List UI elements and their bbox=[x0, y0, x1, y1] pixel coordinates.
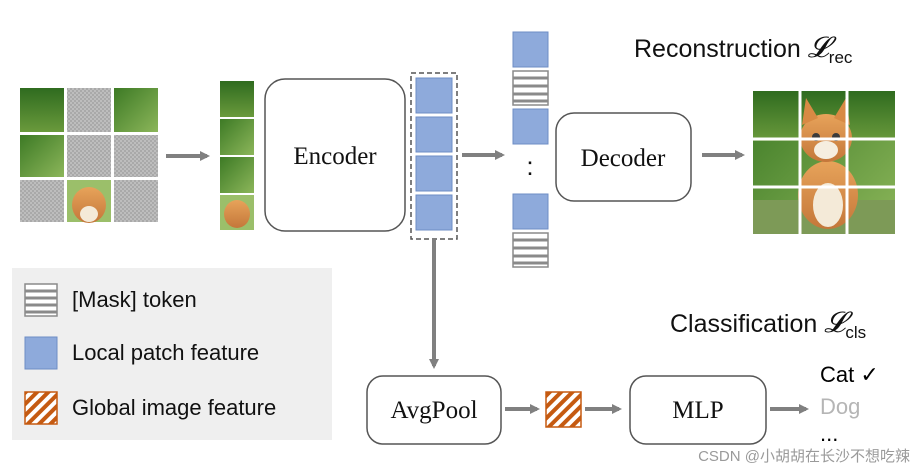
features-dashed-outline bbox=[410, 72, 458, 240]
decoder-label: Decoder bbox=[581, 145, 666, 172]
reconstruction-text: Reconstruction bbox=[634, 35, 808, 63]
visible-patch bbox=[114, 88, 158, 132]
class-output-dog: Dog bbox=[820, 394, 861, 419]
masked-input-image bbox=[20, 88, 158, 223]
legend-label: [Mask] token bbox=[72, 287, 197, 312]
local-feature-swatch-icon bbox=[24, 336, 58, 370]
watermark: CSDN @小胡胡在长沙不想吃辣 bbox=[698, 448, 910, 465]
loss-subscript: rec bbox=[828, 48, 853, 67]
visible-patches-column bbox=[220, 81, 254, 230]
decoder-input-tokens: : bbox=[512, 31, 549, 268]
local-patch-feature bbox=[512, 108, 549, 145]
encoder-label: Encoder bbox=[293, 143, 377, 170]
loss-subscript: cls bbox=[845, 323, 867, 342]
masked-patch bbox=[114, 180, 158, 222]
local-patch-feature bbox=[415, 116, 453, 153]
avgpool-block: AvgPool bbox=[366, 375, 502, 445]
visible-patch bbox=[20, 135, 64, 177]
masked-patch bbox=[67, 135, 111, 177]
loss-symbol: 𝓛 bbox=[807, 32, 829, 64]
encoded-features-column bbox=[410, 72, 458, 240]
global-image-feature bbox=[545, 391, 582, 428]
encoder-block: Encoder bbox=[264, 78, 406, 232]
vertical-ellipsis: : bbox=[526, 151, 533, 181]
masked-patch bbox=[67, 88, 111, 132]
legend bbox=[12, 268, 332, 440]
local-patch-feature bbox=[512, 31, 549, 68]
class-output-cat: Cat ✓ bbox=[820, 362, 879, 387]
mask-token bbox=[512, 70, 549, 106]
reconstructed-image bbox=[753, 91, 895, 234]
mlp-label: MLP bbox=[672, 397, 723, 424]
mlp-block: MLP bbox=[629, 375, 767, 445]
local-patch-feature bbox=[415, 155, 453, 192]
classification-text: Classification bbox=[670, 310, 825, 338]
local-patch-feature bbox=[415, 77, 453, 114]
decoder-block: Decoder bbox=[555, 112, 692, 202]
visible-patch bbox=[220, 157, 254, 193]
legend-item-global-feature: Global image feature bbox=[24, 391, 276, 425]
legend-item-mask-token: [Mask] token bbox=[24, 283, 197, 317]
masked-patch bbox=[114, 135, 158, 177]
legend-label: Global image feature bbox=[72, 395, 277, 420]
masked-patch bbox=[20, 180, 64, 222]
mask-token bbox=[512, 232, 549, 268]
local-patch-feature bbox=[415, 194, 453, 231]
local-patch-feature bbox=[512, 193, 549, 230]
reconstruction-heading: Reconstruction 𝓛rec bbox=[634, 32, 852, 68]
class-output-more: ... bbox=[820, 421, 839, 446]
loss-symbol: 𝓛 bbox=[824, 307, 846, 339]
avgpool-label: AvgPool bbox=[390, 397, 477, 424]
mask-token-icon bbox=[24, 283, 58, 317]
visible-patch bbox=[220, 81, 254, 117]
visible-patch bbox=[20, 88, 64, 132]
global-feature-swatch-icon bbox=[24, 391, 58, 425]
visible-patch bbox=[220, 119, 254, 155]
classification-heading: Classification 𝓛cls bbox=[670, 307, 866, 343]
legend-label: Local patch feature bbox=[72, 340, 260, 365]
legend-item-local-feature: Local patch feature bbox=[24, 336, 259, 370]
